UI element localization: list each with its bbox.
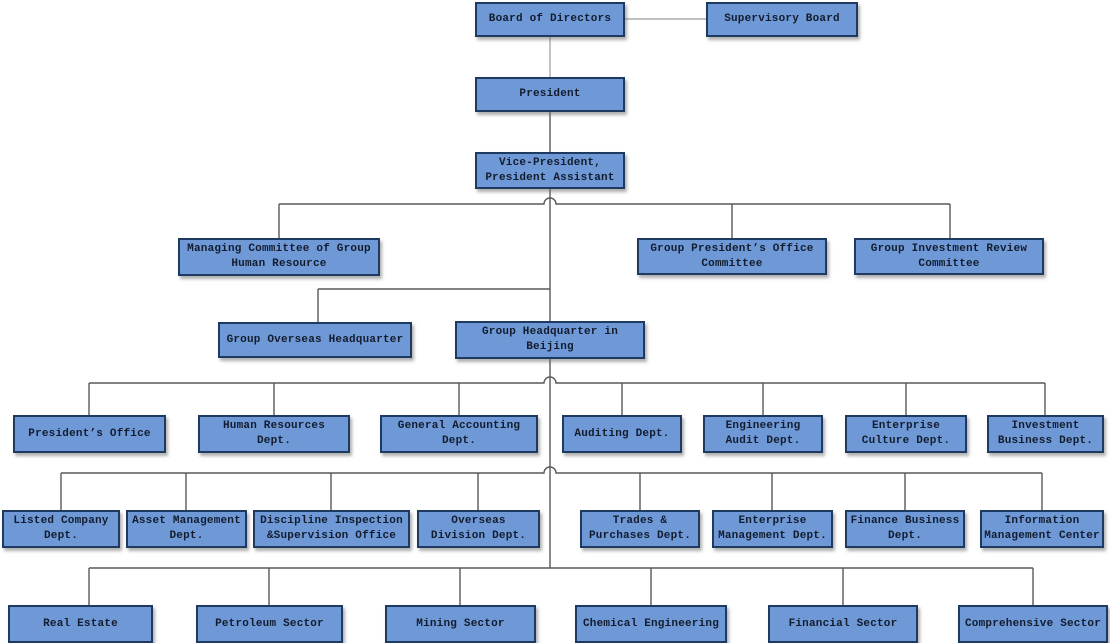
node-chemical-engineering: Chemical Engineering xyxy=(575,605,727,643)
node-finance-business-dept: Finance Business Dept. xyxy=(845,510,965,548)
node-group-investment-review-cmte: Group Investment Review Committee xyxy=(854,238,1044,275)
node-overseas-division-dept: Overseas Division Dept. xyxy=(417,510,540,548)
node-financial-sector: Financial Sector xyxy=(768,605,918,643)
node-comprehensive-sector: Comprehensive Sector xyxy=(958,605,1108,643)
node-general-accounting-dept: General Accounting Dept. xyxy=(380,415,538,453)
node-enterprise-management-dept: Enterprise Management Dept. xyxy=(712,510,833,548)
node-vice-president: Vice-President, President Assistant xyxy=(475,152,625,189)
node-group-overseas-headquarter: Group Overseas Headquarter xyxy=(218,322,412,358)
node-auditing-dept: Auditing Dept. xyxy=(562,415,682,453)
node-enterprise-culture-dept: Enterprise Culture Dept. xyxy=(845,415,967,453)
node-asset-management-dept: Asset Management Dept. xyxy=(126,510,247,548)
node-discipline-inspection-office: Discipline Inspection &Supervision Offic… xyxy=(253,510,410,548)
node-trades-purchases-dept: Trades & Purchases Dept. xyxy=(580,510,700,548)
node-human-resources-dept: Human Resources Dept. xyxy=(198,415,350,453)
node-information-management-center: Information Management Center xyxy=(980,510,1104,548)
node-supervisory-board: Supervisory Board xyxy=(706,2,858,37)
node-petroleum-sector: Petroleum Sector xyxy=(196,605,343,643)
node-group-presidents-office-cmte: Group President’s Office Committee xyxy=(637,238,827,275)
node-investment-business-dept: Investment Business Dept. xyxy=(987,415,1104,453)
node-presidents-office: President’s Office xyxy=(13,415,166,453)
node-president: President xyxy=(475,77,625,112)
node-mining-sector: Mining Sector xyxy=(385,605,536,643)
node-listed-company-dept: Listed Company Dept. xyxy=(2,510,120,548)
connector-committee-bus xyxy=(279,197,950,205)
node-group-headquarter-beijing: Group Headquarter in Beijing xyxy=(455,321,645,359)
node-managing-committee-hr: Managing Committee of Group Human Resour… xyxy=(178,238,380,276)
node-real-estate: Real Estate xyxy=(8,605,153,643)
node-engineering-audit-dept: Engineering Audit Dept. xyxy=(703,415,823,453)
connector-dept-bus-1 xyxy=(89,376,1045,384)
node-board-of-directors: Board of Directors xyxy=(475,2,625,37)
connector-dept-bus-2 xyxy=(61,466,1042,474)
